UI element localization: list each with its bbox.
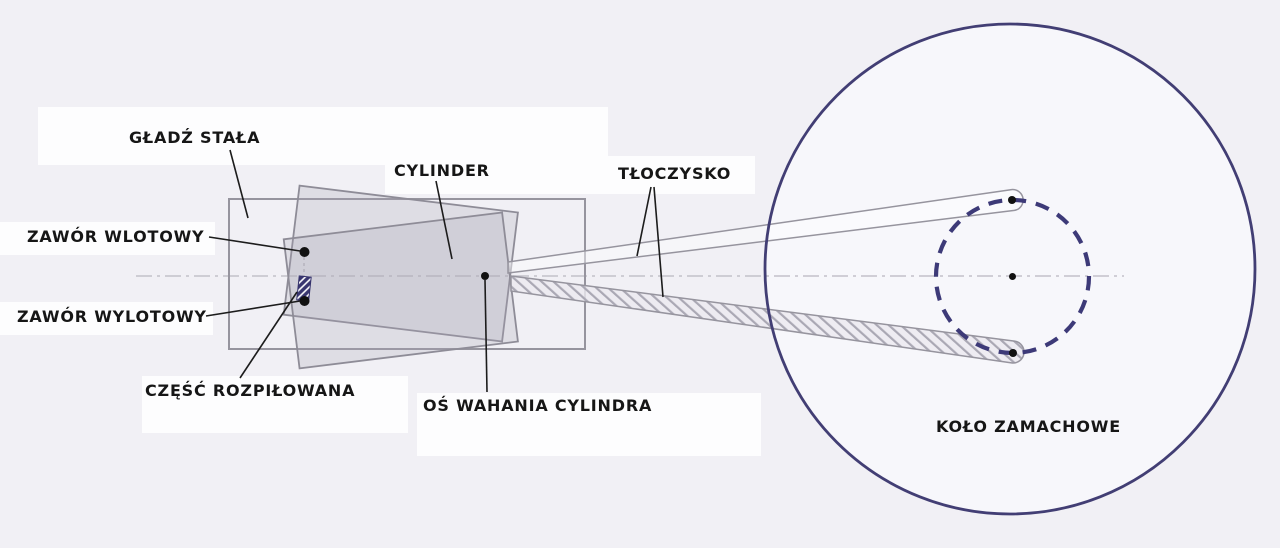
inlet-valve-dot <box>299 247 310 257</box>
label-tloczysko: TŁOCZYSKO <box>618 164 732 183</box>
crank-pin-path-dashed <box>933 197 1092 356</box>
label-chip-wylotowy <box>0 302 213 335</box>
label-chip-os-wahania <box>417 393 761 456</box>
leader-os-wahania <box>484 279 488 393</box>
leader-zawor-wylotowy <box>205 300 301 317</box>
label-chip-wlotowy <box>0 222 215 255</box>
label-chip-gladz <box>38 107 608 165</box>
crank-pin-top-dot <box>1008 196 1016 204</box>
flywheel-disc <box>765 24 1255 514</box>
label-zawor-wylotowy: ZAWÓR WYLOTOWY <box>17 307 207 326</box>
cylinder-pivot-dot <box>481 272 489 280</box>
cylinder-position-lower <box>282 211 519 370</box>
label-czesc-rozpilowana: CZĘŚĆ ROZPIŁOWANA <box>145 381 356 400</box>
crank-pin-bottom-dot <box>1009 349 1017 357</box>
leader-czesc-rozpilowana <box>239 291 298 379</box>
label-gladz-stala: GŁADŹ STAŁA <box>129 128 261 147</box>
label-os-wahania-cylindra: OŚ WAHANIA CYLINDRA <box>423 396 653 415</box>
label-cylinder: CYLINDER <box>394 161 490 180</box>
label-zawor-wlotowy: ZAWÓR WLOTOWY <box>27 227 205 246</box>
leader-tloczysko-lower <box>653 186 664 298</box>
leader-lines <box>205 149 664 393</box>
leader-cylinder <box>435 180 453 260</box>
label-chip-cylinder-tloczysko <box>385 156 755 194</box>
outlet-valve-dot <box>299 296 310 306</box>
leader-zawor-wlotowy <box>208 236 301 252</box>
label-kolo-zamachowe: KOŁO ZAMACHOWE <box>936 417 1121 436</box>
leader-tloczysko-upper <box>636 186 652 257</box>
label-chip-czesc <box>142 376 408 433</box>
leader-gladz-stala <box>229 149 249 219</box>
flywheel-center-dot <box>1009 273 1016 280</box>
flywheel-rim <box>763 22 1257 516</box>
piston-rod-lower <box>510 275 1025 364</box>
